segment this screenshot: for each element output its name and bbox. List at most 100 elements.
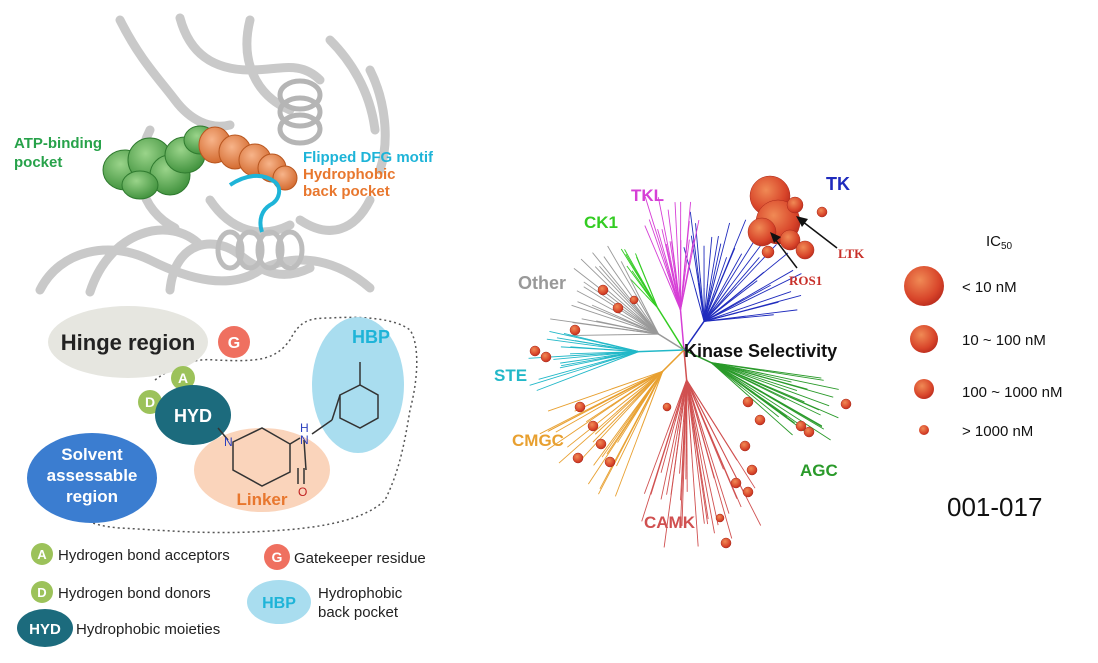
- branch-inner-tkl: [664, 259, 681, 311]
- branch-inner-camk: [686, 379, 702, 446]
- branch-leaf-other: [581, 318, 625, 328]
- branch-leaf-tkl: [657, 228, 671, 274]
- branch-leaf-ck1: [630, 279, 646, 296]
- branch-inner-agc: [710, 362, 742, 388]
- branch-inner-ck1: [642, 283, 658, 308]
- branch-leaf-camk: [700, 445, 719, 526]
- solvent-label-line1: Solvent: [61, 445, 123, 464]
- legend-hbp-text-line1: Hydrophobic: [318, 585, 403, 602]
- branch-leaf-tk: [747, 294, 802, 311]
- branch-root-other: [658, 333, 685, 351]
- branch-leaf-other: [577, 301, 623, 320]
- branch-leaf-agc: [768, 387, 839, 419]
- kinase-hit-dot: [840, 398, 852, 410]
- branch-leaf-agc: [761, 370, 824, 381]
- branch-leaf-tk: [730, 271, 765, 300]
- branch-inner-agc: [711, 362, 750, 376]
- atp-pocket-surface: [102, 125, 217, 200]
- branch-leaf-tkl: [648, 219, 667, 270]
- branch-inner-cmgc: [610, 370, 663, 390]
- molecule-skeleton: [217, 362, 379, 487]
- branch-leaf-tk: [720, 253, 743, 292]
- atom-n-ring: N: [224, 435, 233, 449]
- branch-leaf-tk: [717, 247, 736, 289]
- branch-leaf-ste: [546, 338, 598, 347]
- branch-leaf-tk: [727, 280, 758, 304]
- branch-leaf-agc: [760, 390, 823, 427]
- branch-leaf-tk: [713, 257, 728, 293]
- branch-leaf-ck1: [636, 256, 649, 285]
- ic50-label-gt1000: > 1000 nM: [962, 423, 1033, 440]
- group-label-other: Other: [518, 273, 566, 293]
- group-label-ck1: CK1: [584, 213, 618, 232]
- branch-root-cmgc: [662, 349, 685, 372]
- atom-n-amide: N: [300, 433, 309, 447]
- branch-leaf-cmgc: [585, 393, 629, 423]
- branch-inner-cmgc: [611, 370, 664, 399]
- group-label-cmgc: CMGC: [512, 431, 564, 450]
- kinase-hit-dot: [746, 464, 758, 476]
- branch-root-camk: [683, 349, 688, 380]
- kinase-hit-dot: [597, 284, 609, 296]
- legend-acceptor-badge-label: A: [37, 547, 47, 562]
- branch-leaf-camk: [660, 433, 676, 500]
- branch-leaf-tk: [733, 284, 771, 306]
- legend-gatekeeper-badge: [264, 544, 290, 570]
- pocket-outline: [73, 316, 418, 534]
- branch-leaf-cmgc: [601, 409, 636, 458]
- branch-inner-tk: [704, 317, 736, 322]
- branch-inner-cmgc: [640, 371, 664, 428]
- donor-badge-label: D: [145, 394, 155, 410]
- branch-leaf-camk: [681, 445, 685, 526]
- group-label-tkl: TKL: [631, 186, 664, 205]
- branch-leaf-ste: [549, 330, 599, 343]
- ic50-label-100-1000: 100 ~ 1000 nM: [962, 384, 1063, 401]
- ltk-label: LTK: [838, 246, 865, 261]
- kinase-hit-dot: [786, 196, 804, 214]
- branch-leaf-camk: [666, 431, 679, 495]
- branch-leaf-tk: [743, 269, 794, 299]
- branch-leaf-ck1: [631, 270, 647, 292]
- branch-inner-other: [617, 333, 659, 336]
- kinase-hit-dot: [572, 452, 584, 464]
- legend-hyd-badge: [17, 609, 73, 647]
- branch-inner-camk: [686, 379, 693, 455]
- branch-leaf-tkl: [684, 201, 692, 262]
- branch-leaf-tkl: [644, 225, 665, 273]
- branch-leaf-camk: [695, 444, 709, 525]
- branch-leaf-tk: [722, 219, 747, 276]
- legend-gatekeeper-text: Gatekeeper residue: [294, 550, 426, 567]
- ic50-dot-100-1000: [914, 379, 934, 399]
- branch-leaf-other: [594, 266, 631, 305]
- ic50-label-10-100: 10 ~ 100 nM: [962, 332, 1046, 349]
- kinase-hit-dot: [629, 295, 639, 305]
- branch-leaf-camk: [660, 421, 676, 473]
- branch-root-tk: [683, 320, 705, 351]
- protein-ribbons: [35, 13, 390, 297]
- gatekeeper-badge-label: G: [228, 335, 240, 352]
- legend-donor-badge: [31, 581, 53, 603]
- branch-leaf-camk: [708, 415, 738, 461]
- group-label-ste: STE: [494, 366, 527, 385]
- atp-label-line2: pocket: [14, 154, 62, 171]
- hyd-region: [155, 385, 231, 445]
- branch-leaf-cmgc: [606, 408, 639, 455]
- atom-o: O: [298, 485, 307, 499]
- kinase-hit-dot: [761, 245, 775, 259]
- kinase-hit-dot: [540, 351, 552, 363]
- kinase-hit-dot: [569, 324, 581, 336]
- branch-leaf-ck1: [620, 248, 642, 282]
- branch-leaf-ste: [561, 357, 605, 367]
- branch-leaf-tkl: [685, 239, 695, 279]
- branch-leaf-agc: [765, 377, 834, 398]
- branch-leaf-other: [596, 320, 631, 329]
- back-pocket-label-line1: Hydrophobic: [303, 166, 396, 183]
- solvent-label-line2: assessable: [47, 466, 138, 485]
- branch-inner-ck1: [647, 284, 658, 308]
- branch-leaf-camk: [698, 424, 715, 479]
- kinase-hit-dot: [574, 401, 586, 413]
- branch-inner-ste: [605, 342, 640, 353]
- branch-leaf-ck1: [625, 253, 644, 284]
- branch-leaf-camk: [710, 436, 742, 508]
- donor-badge: [138, 390, 162, 414]
